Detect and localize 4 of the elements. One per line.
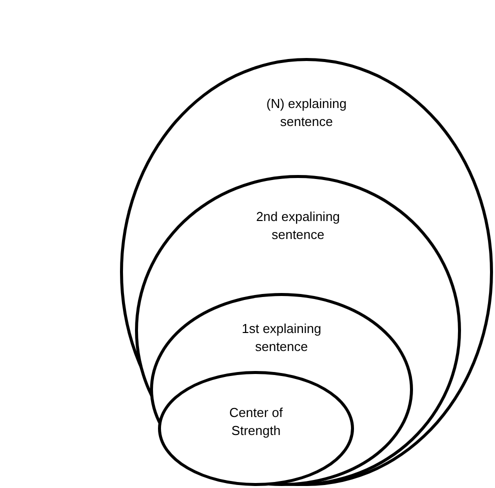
circle-label: 1st explaining sentence [240, 320, 322, 356]
circle-label: Center of Strength [228, 404, 284, 440]
circle-label: (N) explaining sentence [265, 95, 348, 131]
circle-label: 2nd expalining sentence [255, 208, 341, 244]
